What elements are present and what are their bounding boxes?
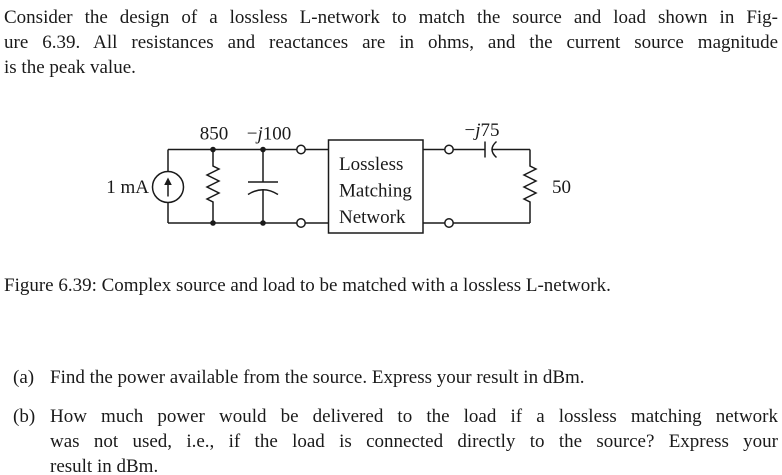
source-reactance-label: −j100 (247, 124, 292, 145)
load-network (423, 140, 538, 228)
question-b-label: (b) (13, 406, 36, 427)
question-a-text: Find the power available from the source… (50, 365, 778, 390)
circuit-figure: Lossless Matching Network 1 mA 850 −j100… (106, 120, 571, 234)
question-list: (a) Find the power available from the so… (13, 365, 778, 475)
source-current-label: 1 mA (106, 177, 149, 198)
junction-dot (260, 146, 266, 153)
junction-dot (210, 146, 216, 153)
terminal-icon (444, 144, 454, 155)
question-b-line: was not used, i.e., if the load is conne… (50, 431, 778, 452)
matching-network-rect (327, 139, 424, 234)
matching-network-label-line2: Matching (339, 181, 412, 202)
capacitor-curved-plate (247, 189, 279, 196)
matching-network-label-line1: Lossless (339, 154, 403, 175)
load-resistance-label: 50 (552, 177, 571, 198)
question-a: (a) Find the power available from the so… (13, 365, 778, 390)
source-resistance-label: 850 (200, 124, 229, 145)
current-source-arrowhead-icon (164, 177, 172, 185)
question-b-line: result in dBm. (50, 456, 159, 475)
load-capacitor-icon (484, 140, 530, 159)
problem-statement-line: Consider the design of a lossless L-netw… (4, 7, 778, 28)
question-b-line: How much power would be delivered to the… (50, 406, 778, 427)
question-a-label: (a) (13, 367, 35, 388)
question-b: (b) How much power would be delivered to… (13, 404, 778, 475)
source-resistor-icon (205, 149, 221, 223)
capacitor-curved-plate (491, 140, 498, 159)
junction-dot (210, 220, 216, 226)
question-a-line: Find the power available from the source… (50, 367, 585, 388)
load-resistor-icon (522, 149, 538, 223)
terminal-icon (444, 218, 454, 228)
problem-statement-line: is the peak value. (4, 57, 136, 78)
problem-statement-line: ure 6.39. All resistances and reactances… (4, 32, 778, 53)
matching-network-box: Lossless Matching Network (327, 139, 424, 234)
source-capacitor-icon (247, 149, 279, 223)
terminal-icon (296, 218, 306, 228)
junction-dot (260, 220, 266, 226)
load-reactance-label: −j75 (465, 120, 500, 141)
terminal-icon (296, 144, 306, 155)
problem-statement: Consider the design of a lossless L-netw… (4, 5, 778, 80)
figure-caption: Figure 6.39: Complex source and load to … (4, 275, 611, 296)
source-network (151, 144, 328, 228)
matching-network-label-line3: Network (339, 207, 406, 228)
question-b-text: How much power would be delivered to the… (50, 404, 778, 475)
